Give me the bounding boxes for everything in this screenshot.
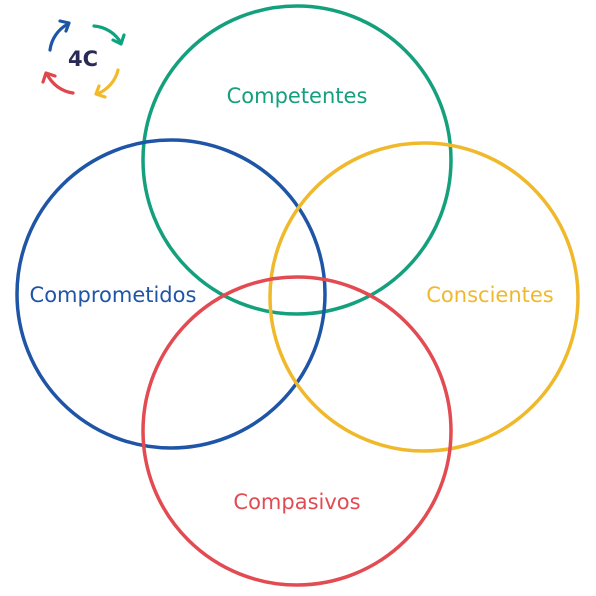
logo-4c: 4C: [41, 19, 126, 99]
circle-compasivos: [141, 275, 453, 587]
label-competentes: Competentes: [227, 84, 368, 108]
circle-comprometidos: [15, 138, 327, 450]
circle-conscientes: [268, 141, 580, 453]
label-conscientes: Conscientes: [426, 283, 553, 307]
circle-competentes: [141, 4, 453, 316]
logo-text: 4C: [68, 47, 98, 71]
label-comprometidos: Comprometidos: [30, 283, 197, 307]
logo-arrow-yellow-icon: [94, 68, 120, 99]
logo-arrow-red-icon: [41, 71, 75, 95]
label-compasivos: Compasivos: [233, 490, 360, 514]
logo-arrow-green-icon: [92, 24, 126, 46]
logo-arrow-blue-icon: [48, 19, 71, 52]
